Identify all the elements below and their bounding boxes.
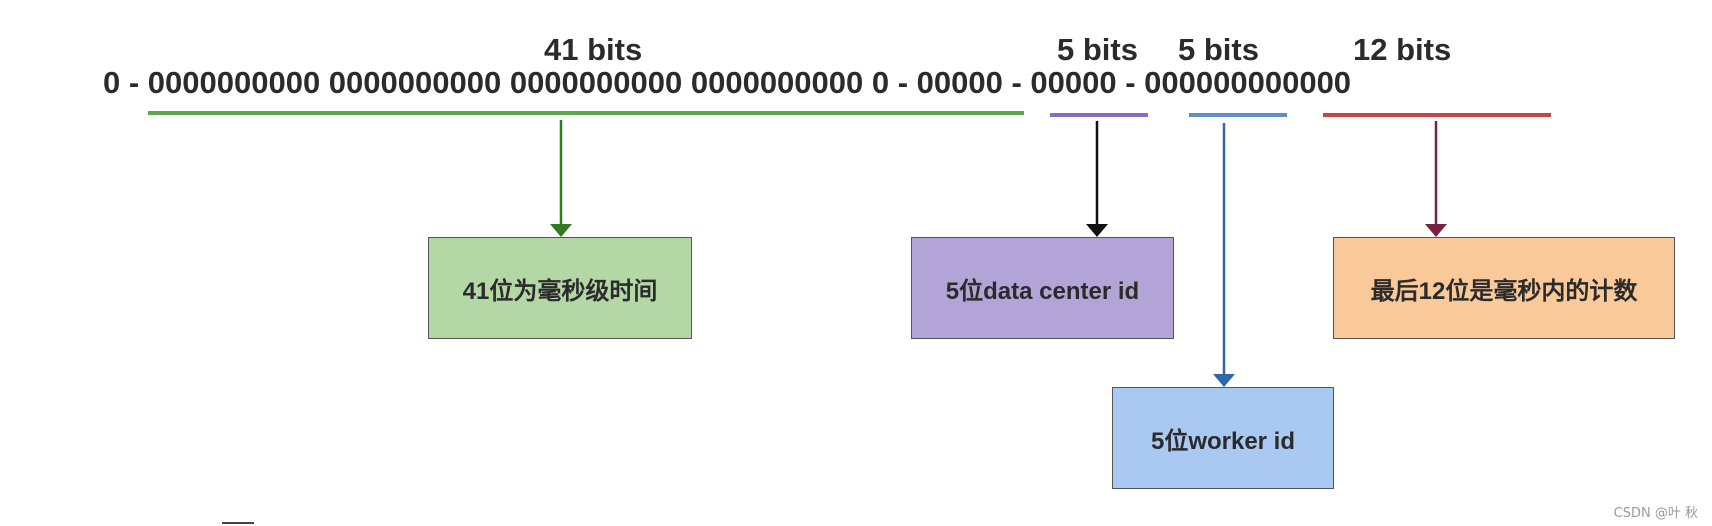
bottom-edge-mark bbox=[222, 522, 254, 524]
watermark: CSDN @叶 秋 bbox=[1613, 506, 1698, 521]
sequence-box-label: 最后12位是毫秒内的计数 bbox=[1370, 277, 1638, 305]
sequence-underline bbox=[1323, 113, 1551, 117]
worker-bits-label: 5 bits bbox=[1178, 32, 1259, 67]
timestamp-box-label: 41位为毫秒级时间 bbox=[462, 277, 658, 305]
id-bit-string: 0 - 0000000000 0000000000 0000000000 000… bbox=[103, 65, 1352, 100]
datacenter-bits-label: 5 bits bbox=[1057, 32, 1138, 67]
timestamp-underline bbox=[148, 111, 1024, 115]
worker-box: 5位worker id bbox=[1112, 387, 1334, 489]
sequence-box: 最后12位是毫秒内的计数 bbox=[1333, 237, 1675, 339]
worker-underline bbox=[1189, 113, 1287, 117]
sequence-arrow bbox=[1425, 121, 1447, 237]
datacenter-box-label: 5位data center id bbox=[945, 277, 1140, 305]
datacenter-arrow bbox=[1086, 121, 1108, 237]
timestamp-box: 41位为毫秒级时间 bbox=[428, 237, 692, 339]
sequence-bits-label: 12 bits bbox=[1353, 32, 1452, 67]
datacenter-underline bbox=[1050, 113, 1148, 117]
timestamp-arrow bbox=[550, 120, 572, 237]
timestamp-bits-label: 41 bits bbox=[544, 32, 643, 67]
worker-box-label: 5位worker id bbox=[1150, 427, 1296, 455]
datacenter-box: 5位data center id bbox=[911, 237, 1174, 339]
worker-arrow bbox=[1213, 123, 1235, 387]
